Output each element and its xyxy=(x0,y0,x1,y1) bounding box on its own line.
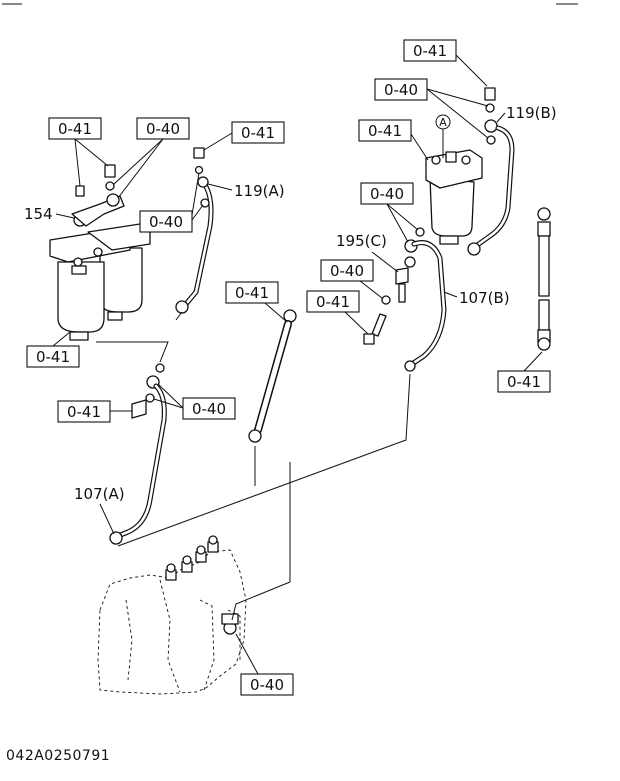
ref-box-041-right-mid: 0-41 xyxy=(358,119,429,161)
left-fuel-filter-assembly xyxy=(49,147,214,341)
svg-text:0-41: 0-41 xyxy=(368,122,402,140)
svg-text:0-40: 0-40 xyxy=(146,120,180,138)
ref-box-040-pump: 0-40 xyxy=(235,633,294,696)
ref-box-041-left-right: 0-41 xyxy=(203,121,285,151)
svg-text:0-40: 0-40 xyxy=(149,213,183,231)
ref-box-041-107a: 0-41 xyxy=(57,400,132,423)
label-107b: 107(B) xyxy=(443,289,510,307)
svg-text:119(B): 119(B) xyxy=(506,104,557,122)
drawing-code: 042A0250791 xyxy=(6,748,110,764)
ref-box-040-left-top: 0-40 xyxy=(113,117,190,199)
label-107a: 107(A) xyxy=(74,485,125,535)
label-119a: 119(A) xyxy=(207,182,285,200)
svg-text:0-40: 0-40 xyxy=(370,185,404,203)
marker-a: A xyxy=(439,116,447,129)
svg-text:0-41: 0-41 xyxy=(235,284,269,302)
svg-text:0-41: 0-41 xyxy=(67,403,101,421)
svg-text:107(B): 107(B) xyxy=(459,289,510,307)
svg-text:0-41: 0-41 xyxy=(413,42,447,60)
pipe-107a xyxy=(109,363,167,545)
right-fuel-filter-assembly xyxy=(425,87,515,256)
svg-text:0-40: 0-40 xyxy=(384,81,418,99)
svg-text:0-41: 0-41 xyxy=(316,293,350,311)
svg-text:0-41: 0-41 xyxy=(507,373,541,391)
ref-box-041-far-right: 0-41 xyxy=(497,351,551,393)
svg-text:0-41: 0-41 xyxy=(36,348,70,366)
svg-text:0-40: 0-40 xyxy=(192,400,226,418)
pipe-107b xyxy=(363,227,447,372)
ref-box-041-right-lower: 0-41 xyxy=(306,290,369,335)
svg-text:0-40: 0-40 xyxy=(330,262,364,280)
svg-text:0-41: 0-41 xyxy=(58,120,92,138)
ref-box-040-left-mid: 0-40 xyxy=(139,172,204,233)
routing-lines xyxy=(96,311,411,621)
label-154: 154 xyxy=(24,205,75,223)
label-195c: 195(C) xyxy=(336,232,399,273)
hose-center xyxy=(248,309,297,443)
svg-text:0-40: 0-40 xyxy=(250,676,284,694)
ref-box-040-right-lower: 0-40 xyxy=(320,259,383,299)
ref-box-041-left-top: 0-41 xyxy=(48,117,109,187)
injection-pump-outline xyxy=(97,535,247,695)
hose-right xyxy=(537,207,551,351)
svg-text:195(C): 195(C) xyxy=(336,232,387,250)
ref-box-041-right-top: 0-41 xyxy=(403,39,488,87)
ref-box-040-right-mid: 0-40 xyxy=(360,182,419,243)
svg-text:A: A xyxy=(439,116,447,129)
label-119b: 119(B) xyxy=(496,104,557,123)
svg-text:107(A): 107(A) xyxy=(74,485,125,503)
svg-text:154: 154 xyxy=(24,205,53,223)
ref-box-041-left-bottom: 0-41 xyxy=(26,331,80,368)
svg-text:0-41: 0-41 xyxy=(241,124,275,142)
ref-box-040-right-top: 0-40 xyxy=(374,78,489,139)
ref-box-040-107a: 0-40 xyxy=(153,383,236,420)
ref-box-041-center: 0-41 xyxy=(225,281,288,323)
svg-text:119(A): 119(A) xyxy=(234,182,285,200)
